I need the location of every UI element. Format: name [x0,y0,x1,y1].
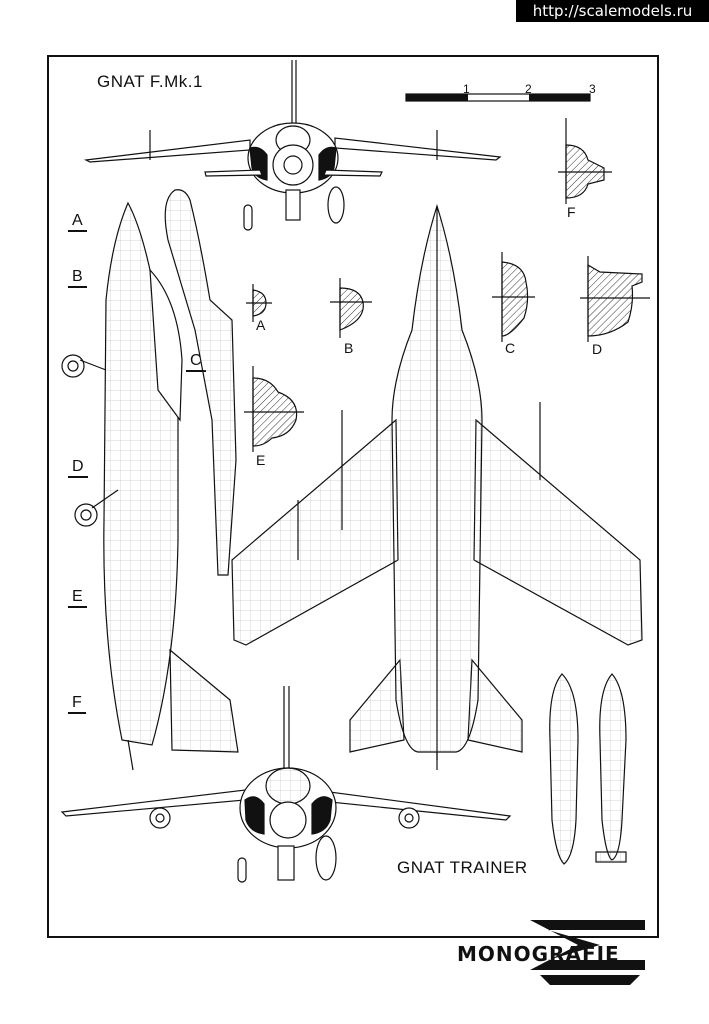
section-label-a: A [256,317,266,333]
brand-monografie: MONOGRAFIE [457,942,620,966]
side-view-tank-profile [164,189,237,576]
section-label-f: F [567,204,576,220]
section-label-e: E [256,452,266,468]
title-gnat-trainer: GNAT TRAINER [397,858,528,877]
station-label-f: F [68,694,86,714]
scale-tick-3: 3 [589,82,596,96]
station-label-c: C [186,352,206,372]
side-view-fmk1 [61,201,239,771]
monografie-logo-mark [530,920,645,985]
trainer-tank-views [549,673,627,865]
station-label-d: D [68,458,88,478]
scale-bar [405,93,591,102]
drawing-frame [47,55,659,938]
front-view-fmk1 [83,60,502,231]
front-view-trainer [60,686,512,883]
section-label-c: C [505,340,516,356]
title-gnat-fmk1: GNAT F.Mk.1 [97,72,203,91]
section-label-d: D [592,341,603,357]
watermark-url: http://scalemodels.ru [516,0,709,22]
scale-tick-2: 2 [525,82,532,96]
station-label-e: E [68,588,87,608]
section-label-b: B [344,340,354,356]
cross-sections [244,118,650,452]
station-label-b: B [68,268,87,288]
station-label-a: A [68,212,87,232]
scale-tick-1: 1 [463,82,470,96]
plan-view-fmk1 [231,204,643,770]
